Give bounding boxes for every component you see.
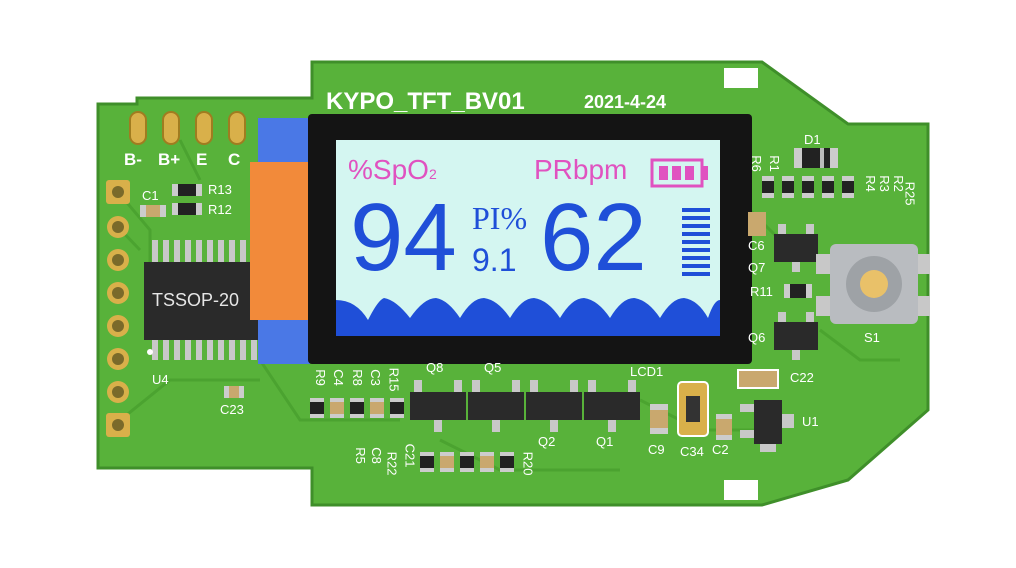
- battery-icon: [650, 158, 708, 188]
- label-c34: C34: [680, 444, 704, 459]
- label-u1: U1: [802, 414, 819, 429]
- transistor-q6: [774, 312, 818, 360]
- resistor-r11: [784, 284, 812, 298]
- label-c2: C2: [712, 442, 729, 457]
- spo2-label-text: %SpO: [348, 154, 429, 185]
- label-c4: C4: [330, 369, 346, 386]
- label-r15: R15: [386, 367, 402, 392]
- pin-label-c: C: [228, 150, 241, 169]
- label-c1: C1: [142, 188, 159, 203]
- transistor-row: [410, 380, 640, 432]
- ic-u4-pins: [152, 240, 257, 360]
- transistor-q7: [774, 224, 818, 272]
- label-s1: S1: [864, 330, 880, 345]
- pi-value: 9.1: [472, 242, 517, 278]
- cap-c9: [650, 404, 668, 434]
- cap-c2: [716, 414, 732, 440]
- smd-row-bottom: [420, 452, 514, 472]
- switch-s1: [816, 244, 930, 324]
- label-r12: R12: [208, 202, 232, 217]
- board-title: KYPO_TFT_BV01: [326, 88, 525, 115]
- label-q6: Q6: [748, 330, 766, 345]
- label-r4: R4: [862, 175, 878, 192]
- label-q1: Q1: [596, 434, 614, 449]
- board-date: 2021-4-24: [584, 92, 667, 112]
- cap-c34: [677, 381, 709, 437]
- pin-label-b-minus: B-: [124, 150, 142, 169]
- ic-u4-pin1-dot: [147, 349, 153, 355]
- label-r25: R25: [902, 181, 918, 206]
- smd-r12: [172, 203, 202, 215]
- smd-r13: [172, 184, 202, 196]
- board-slot: [724, 480, 758, 500]
- ic-u4-label: TSSOP-20: [152, 290, 240, 310]
- label-c22: C22: [790, 370, 814, 385]
- label-r8: R8: [349, 369, 365, 386]
- smd-c1: [140, 205, 166, 217]
- ic-u4-body: [144, 262, 264, 340]
- pr-label: PRbpm: [534, 154, 628, 185]
- pin-label-e: E: [196, 150, 208, 169]
- label-r9: R9: [312, 369, 328, 386]
- label-lcd1: LCD1: [630, 364, 664, 379]
- label-c3: C3: [367, 369, 383, 386]
- spo2-label: %SpO2: [348, 154, 437, 186]
- pin-label-b-plus: B+: [158, 150, 181, 169]
- board-slot: [724, 68, 758, 88]
- label-c21: C21: [402, 443, 418, 468]
- label-r5: R5: [352, 447, 368, 464]
- label-u4: U4: [152, 372, 169, 387]
- left-header-pins: [106, 180, 130, 437]
- smd-row-middle: [310, 398, 404, 418]
- label-c23: C23: [220, 402, 244, 417]
- diode-d1: [794, 148, 838, 168]
- lcd-flex-cable: [250, 162, 312, 320]
- spo2-value: 94: [350, 184, 457, 291]
- label-c6: C6: [748, 238, 765, 253]
- label-q7: Q7: [748, 260, 766, 275]
- resistor-column: [762, 176, 854, 198]
- label-q5: Q5: [484, 360, 502, 375]
- top-pads: [129, 111, 246, 145]
- label-c9: C9: [648, 442, 665, 457]
- cap-c6: [748, 212, 766, 236]
- pi-label: PI%: [472, 200, 528, 236]
- label-r13: R13: [208, 182, 232, 197]
- label-r3: R3: [876, 175, 892, 192]
- label-r1: R1: [766, 155, 782, 172]
- label-r6: R6: [748, 155, 764, 172]
- smd-c23: [224, 386, 244, 398]
- pr-value: 62: [540, 184, 647, 291]
- label-d1: D1: [804, 132, 821, 147]
- label-r22: R22: [384, 451, 400, 476]
- label-q8: Q8: [426, 360, 444, 375]
- label-c8: C8: [368, 447, 384, 464]
- label-q2: Q2: [538, 434, 556, 449]
- pleth-wave: [336, 298, 720, 336]
- label-r20: R20: [520, 451, 536, 476]
- signal-bars-icon: [682, 208, 710, 276]
- spo2-label-subscript: 2: [428, 166, 437, 182]
- label-r11: R11: [750, 284, 773, 299]
- cap-c22: [737, 369, 779, 389]
- ic-u1: [740, 400, 794, 452]
